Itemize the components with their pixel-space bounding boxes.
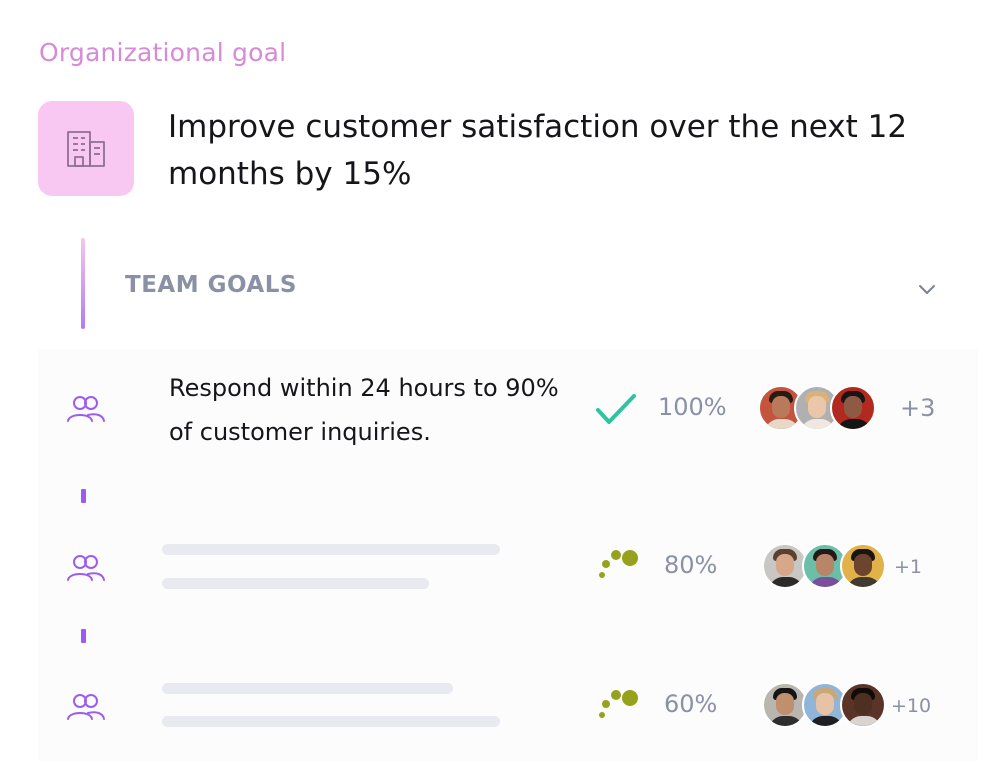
chevron-down-icon[interactable]	[915, 280, 939, 298]
org-goal-label: Organizational goal	[39, 38, 287, 67]
progress-percent: 100%	[658, 393, 727, 421]
team-icon	[67, 396, 105, 422]
goal-connector	[81, 629, 86, 643]
goal-text-placeholder	[162, 578, 429, 589]
team-goal-text: Respond within 24 hours to 90% of custom…	[169, 374, 559, 446]
team-icon	[67, 694, 105, 720]
goal-text-placeholder	[162, 683, 453, 694]
avatar	[794, 385, 840, 431]
avatar	[840, 682, 886, 728]
avatar	[758, 385, 804, 431]
progress-dots-icon	[599, 550, 638, 578]
progress-dots-icon	[599, 690, 638, 718]
team-icon	[67, 555, 105, 581]
avatar	[762, 682, 808, 728]
team-goal-row[interactable]: 80% +1	[38, 509, 978, 629]
building-icon	[67, 130, 105, 167]
avatar	[830, 385, 876, 431]
org-goal-icon-box	[38, 101, 134, 196]
team-goals-accent-bar	[81, 238, 85, 329]
org-goal-title: Improve customer satisfaction over the n…	[168, 109, 908, 192]
team-goal-row[interactable]: 60% +10	[38, 649, 978, 761]
avatar	[840, 543, 886, 589]
team-goals-heading: TEAM GOALS	[125, 272, 297, 298]
avatar	[762, 543, 808, 589]
progress-percent: 60%	[664, 690, 718, 718]
extra-members-count: +3	[900, 394, 936, 422]
extra-members-count: +1	[894, 556, 923, 578]
progress-percent: 80%	[664, 551, 718, 579]
extra-members-count: +10	[891, 695, 932, 717]
team-goals-list: Respond within 24 hours to 90% of custom…	[38, 349, 978, 761]
check-icon	[596, 394, 636, 424]
goal-text-placeholder	[162, 716, 500, 727]
goal-connector	[81, 489, 86, 503]
team-goal-row[interactable]: Respond within 24 hours to 90% of custom…	[38, 349, 978, 469]
goal-text-placeholder	[162, 544, 500, 555]
